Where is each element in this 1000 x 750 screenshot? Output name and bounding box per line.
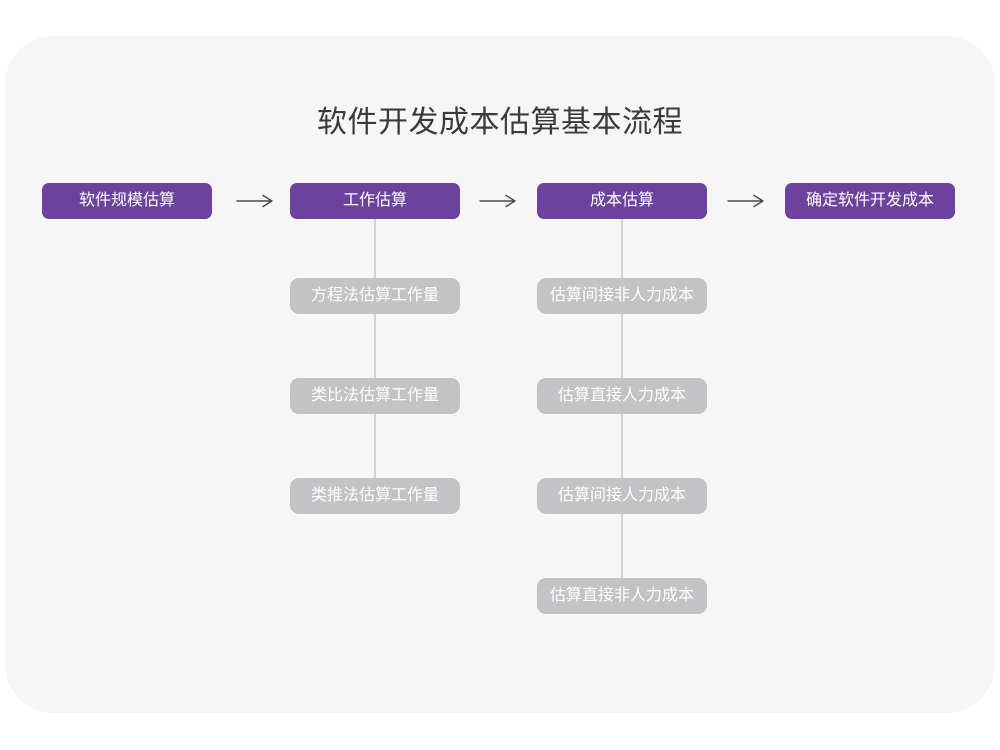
arrow-right-icon [479, 194, 516, 208]
node-direct-nonlabor-cost: 估算直接非人力成本 [537, 578, 707, 614]
diagram-title: 软件开发成本估算基本流程 [317, 106, 683, 139]
node-cost-estimation: 成本估算 [537, 183, 707, 219]
arrow-right-icon [236, 194, 273, 208]
node-extrapolation-method: 类推法估算工作量 [290, 478, 460, 514]
node-determine-development-cost: 确定软件开发成本 [785, 183, 955, 219]
node-indirect-labor-cost: 估算间接人力成本 [537, 478, 707, 514]
node-software-scale-estimation: 软件规模估算 [42, 183, 212, 219]
arrow-right-icon [727, 194, 764, 208]
node-indirect-nonlabor-cost: 估算间接非人力成本 [537, 278, 707, 314]
node-work-estimation: 工作估算 [290, 183, 460, 219]
diagram-card [5, 36, 995, 713]
node-analogy-method: 类比法估算工作量 [290, 378, 460, 414]
node-equation-method: 方程法估算工作量 [290, 278, 460, 314]
node-direct-labor-cost: 估算直接人力成本 [537, 378, 707, 414]
connector-line-work-estimation [374, 219, 376, 479]
